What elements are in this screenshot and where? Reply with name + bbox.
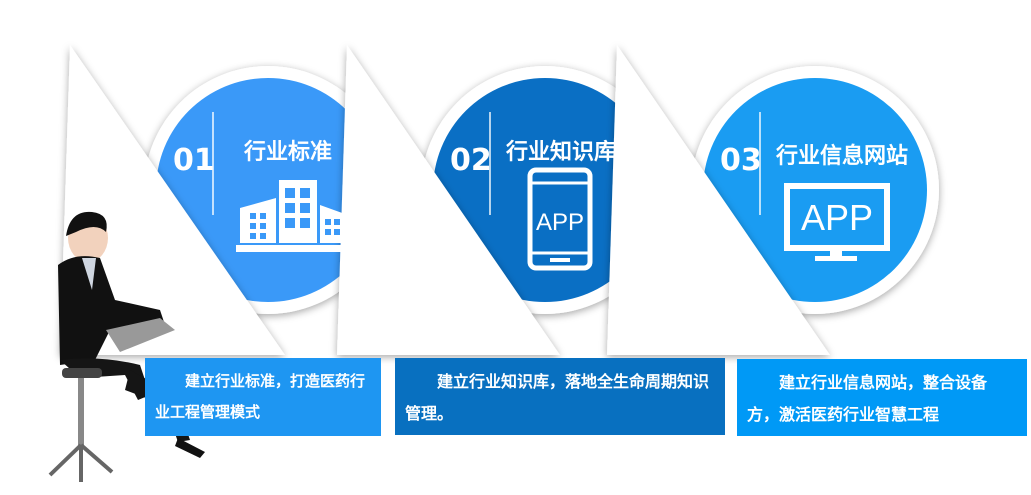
building-icon [236, 180, 348, 252]
phone-app-label: APP [536, 209, 584, 236]
phone-app-icon: APP [527, 167, 593, 271]
card-description-3: 建立行业信息网站，整合设备方，激活医药行业智慧工程 [737, 359, 1027, 436]
card-description-1: 建立行业标准，打造医药行业工程管理模式 [145, 358, 381, 436]
monitor-app-label: APP [801, 197, 873, 238]
card-title-3: 行业信息网站 [776, 144, 909, 169]
card-number-1: 01 [173, 143, 215, 178]
card-title-2: 行业知识库 [506, 140, 617, 165]
card-title-1: 行业标准 [244, 140, 333, 165]
card-number-3: 03 [720, 143, 762, 178]
card-number-2: 02 [450, 143, 492, 178]
card-description-2: 建立行业知识库，落地全生命周期知识管理。 [395, 358, 725, 435]
person-image [48, 211, 205, 482]
monitor-app-icon: APP [784, 183, 890, 261]
card-circle-2 [337, 45, 669, 355]
